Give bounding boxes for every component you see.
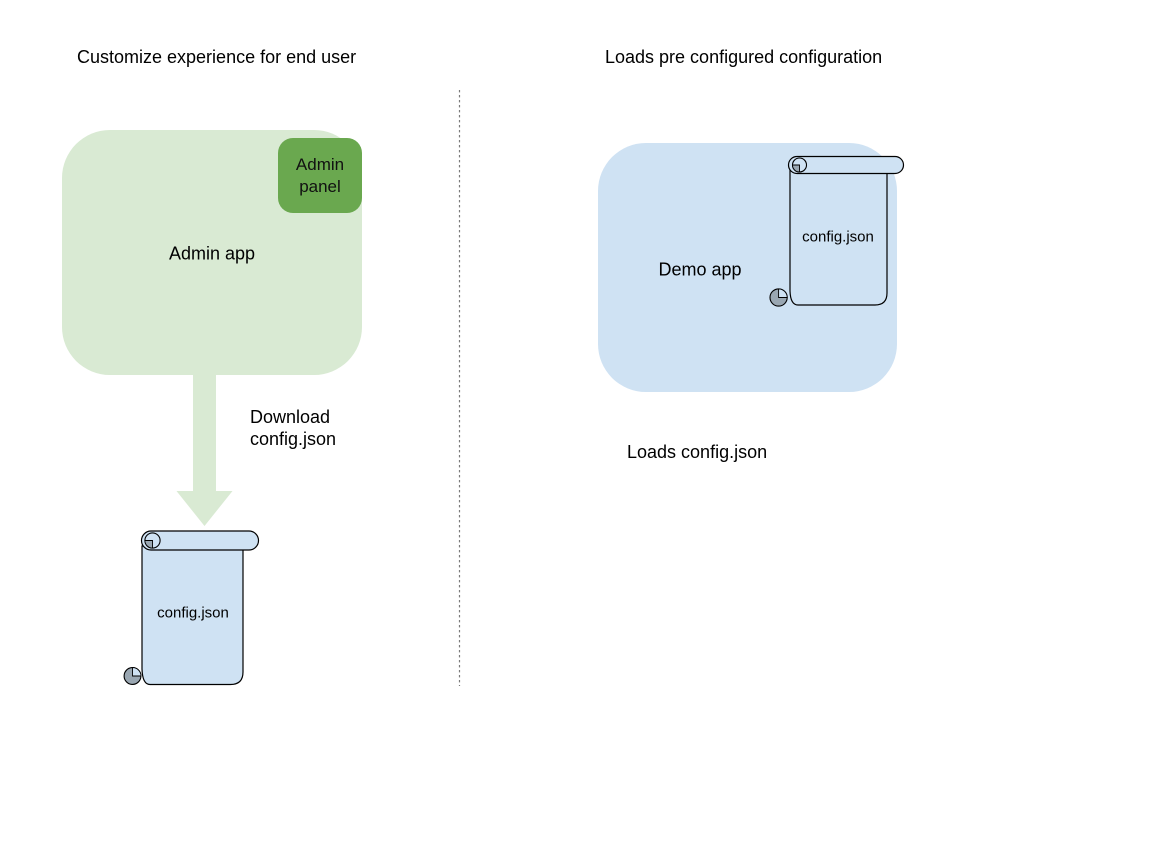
download-config-label: Download config.json bbox=[250, 407, 337, 449]
demo-app-label: Demo app bbox=[658, 259, 742, 280]
config-json-label-right: config.json bbox=[802, 228, 874, 246]
admin-app-label: Admin app bbox=[168, 243, 256, 264]
left-section-title: Customize experience for end user bbox=[77, 47, 357, 67]
loads-config-label: Loads config.json bbox=[627, 442, 768, 462]
demo-app-box bbox=[598, 143, 897, 392]
config-json-label-left: config.json bbox=[157, 604, 229, 622]
download-arrow-icon bbox=[176, 375, 233, 526]
right-section-title: Loads pre configured configuration bbox=[605, 47, 883, 67]
admin-panel-label: Admin panel bbox=[295, 154, 345, 196]
admin-panel-box: Admin panel bbox=[278, 138, 362, 213]
